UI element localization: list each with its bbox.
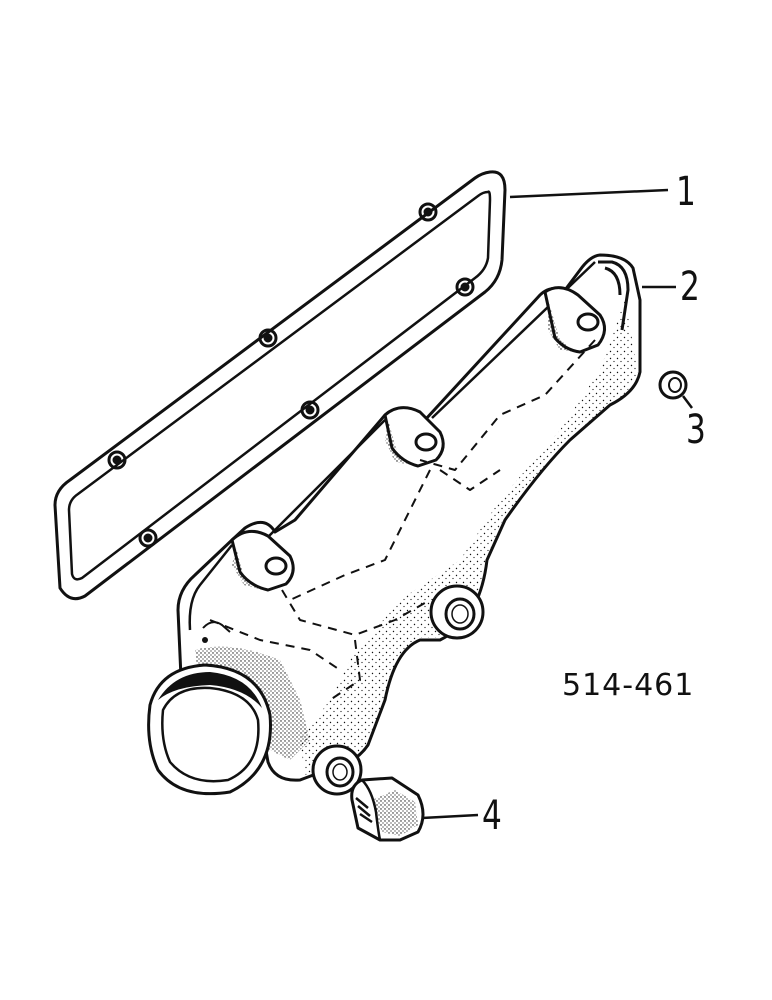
callout-label-3: 3 — [686, 407, 706, 453]
gasket-part — [53, 170, 507, 601]
washer-part — [658, 370, 688, 400]
manifold-part — [147, 253, 642, 796]
plug-part — [350, 776, 425, 842]
leader-lines — [421, 188, 693, 820]
callout-label-1: 1 — [676, 169, 696, 215]
diagram-id-label: 514-461 — [562, 668, 695, 703]
callout-label-4: 4 — [482, 793, 502, 839]
callout-label-2: 2 — [680, 264, 700, 310]
